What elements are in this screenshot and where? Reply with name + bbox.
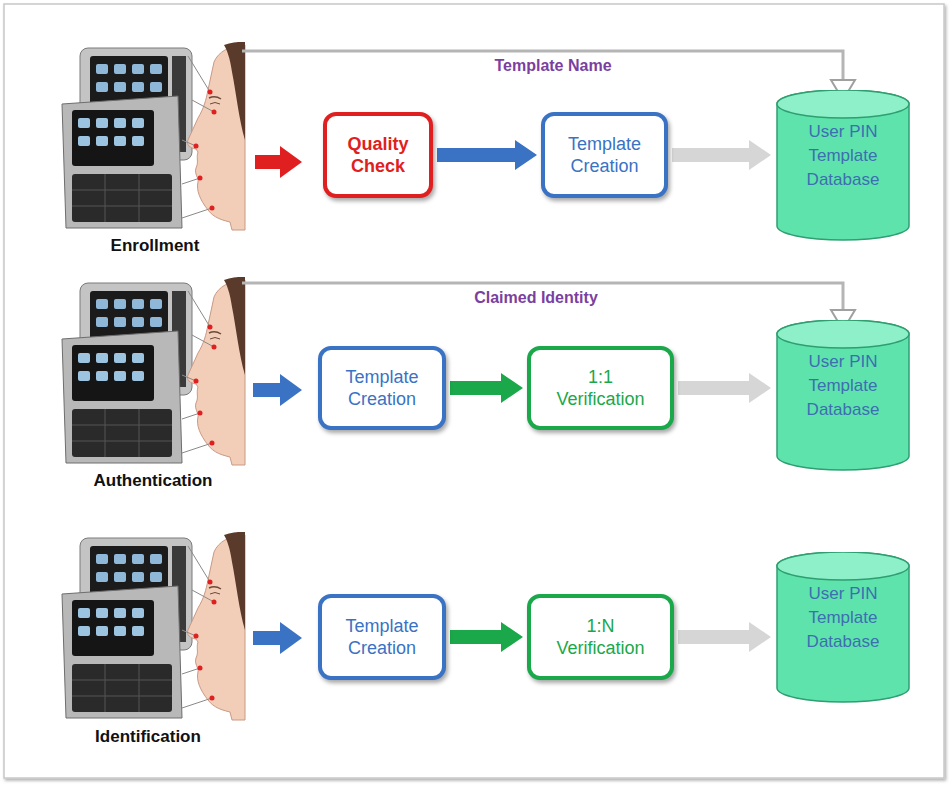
database-cylinder: User PIN Template Database (775, 552, 911, 704)
input-arrow (255, 146, 302, 178)
stage-label: Identification (95, 727, 201, 747)
cylinder-top (777, 320, 909, 348)
box-label: Template Creation (345, 366, 418, 411)
box-label: 1:1 Verification (556, 366, 644, 411)
database-cylinder: User PIN Template Database (775, 90, 911, 242)
box-label: Template Creation (345, 615, 418, 660)
process-box: Template Creation (318, 594, 446, 680)
identity-line (242, 51, 843, 312)
flow-arrow (450, 622, 523, 652)
flow-arrow (678, 373, 771, 403)
box-label: Template Creation (568, 133, 641, 178)
flow-label: Claimed Identity (474, 289, 598, 307)
database-label: User PIN Template Database (807, 582, 880, 654)
stage-label: Authentication (94, 471, 213, 491)
cylinder-body (777, 90, 909, 240)
database-label: User PIN Template Database (807, 350, 880, 422)
frame (4, 4, 944, 778)
flow-arrow (437, 140, 537, 170)
cylinder-body (777, 552, 909, 702)
verification-box: 1:1 Verification (527, 346, 674, 430)
flow-arrow (672, 140, 771, 170)
flow-arrow (678, 622, 771, 652)
cylinder-top (777, 552, 909, 580)
stage-label: Enrollment (111, 236, 200, 256)
cylinder-outline (775, 552, 911, 704)
cylinder-outline (775, 320, 911, 472)
cylinder-body (777, 320, 909, 470)
verification-box: 1:N Verification (527, 594, 674, 680)
process-box: Template Creation (541, 112, 668, 198)
device-face-figure (62, 277, 245, 465)
cylinder-outline (775, 90, 911, 242)
flow-arrow (450, 373, 523, 403)
database-label: User PIN Template Database (807, 120, 880, 192)
process-box: Template Creation (318, 346, 446, 430)
quality-check-box: Quality Check (323, 112, 433, 198)
database-cylinder: User PIN Template Database (775, 320, 911, 472)
box-label: Quality Check (347, 133, 408, 178)
box-label: 1:N Verification (556, 615, 644, 660)
input-arrow (253, 374, 302, 406)
device-face-figure (62, 532, 245, 720)
device-face-figure (62, 42, 245, 230)
input-arrow (253, 622, 302, 654)
flow-label: Template Name (494, 57, 611, 75)
cylinder-top (777, 90, 909, 118)
